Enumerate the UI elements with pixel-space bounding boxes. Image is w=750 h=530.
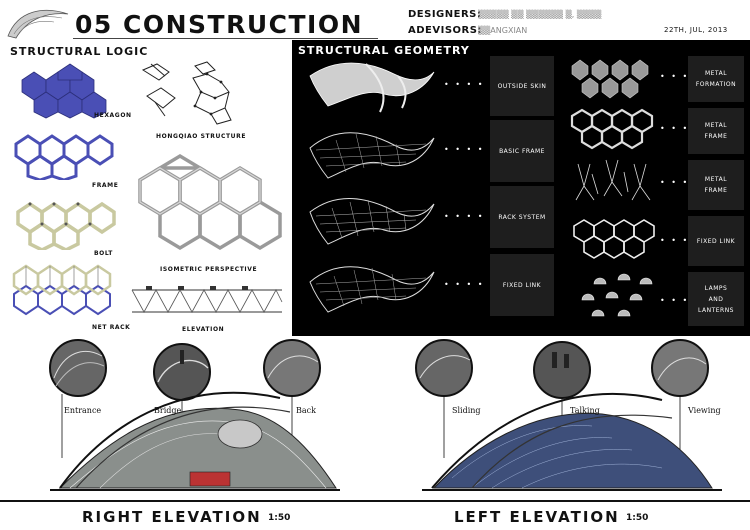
page-title: 05 CONSTRUCTION — [75, 10, 364, 39]
label-fixed-link-2: FIXED LINK — [688, 216, 744, 266]
circle-label-bridge: Bridge — [154, 406, 182, 415]
designers-value: ▒▒▒▒▒ ▒▒ ▒▒▒▒▒▒ ▒, ▒▒▒▒ — [478, 10, 602, 19]
left-elevation-drawing — [415, 339, 722, 491]
label-basic-frame: BASIC FRAME — [490, 120, 554, 182]
connector-dots-4: • • • • • — [444, 280, 496, 289]
date: 22TH, JUL, 2013 — [664, 26, 728, 34]
detail-circle-talking — [533, 341, 591, 399]
truss-elevation-illustration — [131, 286, 283, 313]
detail-circle-entrance — [49, 339, 107, 397]
connector-dots-2: • • • • • — [444, 145, 496, 154]
fixed-link-model — [309, 266, 435, 313]
net-rack-illustration — [12, 264, 112, 316]
title-underline — [73, 38, 378, 39]
circle-label-sliding: Sliding — [452, 406, 481, 415]
fixed-link-model-2 — [573, 219, 655, 259]
right-elevation-title: RIGHT ELEVATION — [82, 508, 262, 526]
detail-circle-back — [263, 339, 321, 397]
caption-elevation: ELEVATION — [182, 326, 225, 333]
hongqiao-sketch — [141, 61, 232, 125]
bottom-rule — [0, 500, 750, 502]
hexagon-illustration — [21, 63, 107, 119]
circle-label-viewing: Viewing — [688, 406, 721, 415]
caption-bolt: BOLT — [94, 250, 113, 257]
structural-logic-title: STRUCTURAL LOGIC — [10, 45, 149, 58]
label-outside-skin: OUTSIDE SKIN — [490, 56, 554, 116]
connector-dots-5: • • • — [660, 72, 690, 81]
isometric-perspective-illustration — [138, 153, 282, 251]
caption-hexagon: HEXAGON — [94, 112, 132, 119]
project-logo — [7, 9, 69, 39]
connector-dots-9: • • • — [660, 296, 690, 305]
circle-label-talking: Talking — [570, 406, 600, 415]
metal-formation-model — [571, 59, 649, 99]
connector-dots-1: • • • • • — [444, 80, 496, 89]
circle-label-back: Back — [296, 406, 316, 415]
label-fixed-link: FIXED LINK — [490, 254, 554, 316]
left-elevation-title: LEFT ELEVATION — [454, 508, 620, 526]
advisors-value: ▒▒ANGXIAN — [478, 26, 528, 35]
caption-net-rack: NET RACK — [92, 324, 131, 331]
connector-dots-3: • • • • • — [444, 212, 496, 221]
connector-dots-8: • • • — [660, 236, 690, 245]
detail-circle-viewing — [651, 339, 709, 397]
basic-frame-model — [309, 132, 435, 179]
bolt-illustration — [16, 201, 116, 250]
lamps-lanterns-model — [581, 273, 653, 317]
detail-circle-sliding — [415, 339, 473, 397]
circle-label-entrance: Entrance — [64, 406, 102, 415]
right-elevation-scale: 1:50 — [268, 513, 291, 523]
caption-frame: FRAME — [92, 182, 119, 189]
label-rack-system: RACK SYSTEM — [490, 186, 554, 248]
outside-skin-model — [309, 62, 435, 113]
frame-illustration — [14, 134, 114, 180]
detail-circle-bridge — [153, 343, 211, 401]
connector-dots-7: • • • — [660, 178, 690, 187]
caption-isometric: ISOMETRIC PERSPECTIVE — [160, 266, 258, 273]
left-elevation-scale: 1:50 — [626, 513, 649, 523]
rack-system-model — [309, 198, 435, 245]
right-elevation-drawing — [49, 339, 340, 491]
structural-geometry-title: STRUCTURAL GEOMETRY — [298, 44, 470, 57]
metal-frame-model-1 — [570, 108, 654, 150]
designers-label: DESIGNERS: — [408, 9, 482, 20]
caption-hongqiao: HONGQIAO STRUCTURE — [156, 133, 247, 140]
metal-frame-model-2 — [575, 159, 651, 201]
advisors-label: ADEVISORS: — [408, 25, 482, 36]
connector-dots-6: • • • — [660, 124, 690, 133]
